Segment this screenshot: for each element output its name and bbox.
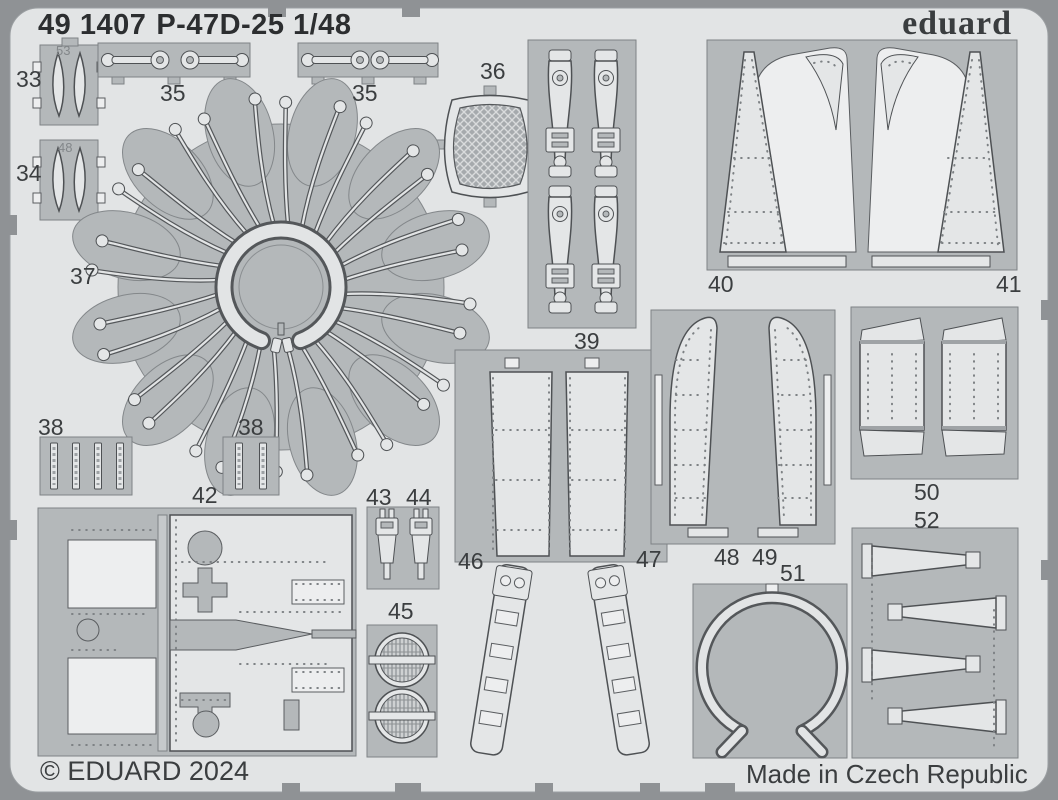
part-52-label: 52 — [914, 507, 940, 533]
part-50-panels — [850, 306, 1019, 480]
part-45-label: 45 — [388, 598, 414, 624]
part-50-label: 50 — [914, 479, 940, 505]
part-37-ignition-wiring-harness — [64, 70, 498, 504]
catalog-number: 49 1407 — [38, 9, 147, 41]
part-33 — [32, 37, 106, 126]
part-35-right-label: 35 — [352, 80, 378, 106]
part-37-label: 37 — [70, 263, 96, 289]
part-33-label: 33 — [16, 66, 42, 92]
part-42-label: 42 — [192, 482, 218, 508]
part-38-right-label: 38 — [238, 414, 264, 440]
brand-logo: eduard — [902, 5, 1012, 42]
part-52-chutes — [851, 527, 1019, 759]
part-51-ring — [692, 583, 849, 759]
part-35-left — [97, 42, 251, 85]
part-38-left — [39, 436, 133, 496]
part-43-label: 43 — [366, 484, 392, 510]
part-51-label: 51 — [780, 560, 806, 586]
part-35-right — [297, 42, 439, 85]
part-39-label: 39 — [574, 328, 600, 354]
part-34 — [32, 139, 106, 221]
fret-edge-notches — [8, 6, 1050, 794]
part-36-label: 36 — [480, 58, 506, 84]
copyright-text: © EDUARD 2024 — [40, 756, 249, 786]
part-43-44-buckles — [366, 506, 440, 590]
part-40-label: 40 — [708, 271, 734, 297]
sheet-title: 49 1407 P-47D-25 1/48 — [38, 9, 351, 42]
made-in-text: Made in Czech Republic — [746, 759, 1028, 789]
part-49-label: 49 — [752, 544, 778, 570]
part-48-49-panels — [650, 309, 836, 545]
part-39-links — [527, 39, 637, 329]
part-33-etched-number: 53 — [56, 43, 71, 58]
part-34-etched-number: 48 — [58, 140, 73, 155]
part-46-label: 46 — [458, 548, 484, 574]
part-44-label: 44 — [406, 484, 432, 510]
part-38-left-label: 38 — [38, 414, 64, 440]
part-47-label: 47 — [636, 546, 662, 572]
kit-title: P-47D-25 1/48 — [156, 9, 352, 41]
part-45-mesh-discs — [366, 624, 438, 758]
part-35-left-label: 35 — [160, 80, 186, 106]
part-36-mesh-screen — [431, 85, 551, 208]
part-48-label: 48 — [714, 544, 740, 570]
part-34-label: 34 — [16, 160, 42, 186]
part-38-right — [222, 436, 280, 496]
part-41-label: 41 — [996, 271, 1022, 297]
part-42-panels — [37, 507, 357, 757]
part-40-41-panels — [706, 39, 1018, 271]
part-46-47-covers-straps — [454, 349, 668, 758]
